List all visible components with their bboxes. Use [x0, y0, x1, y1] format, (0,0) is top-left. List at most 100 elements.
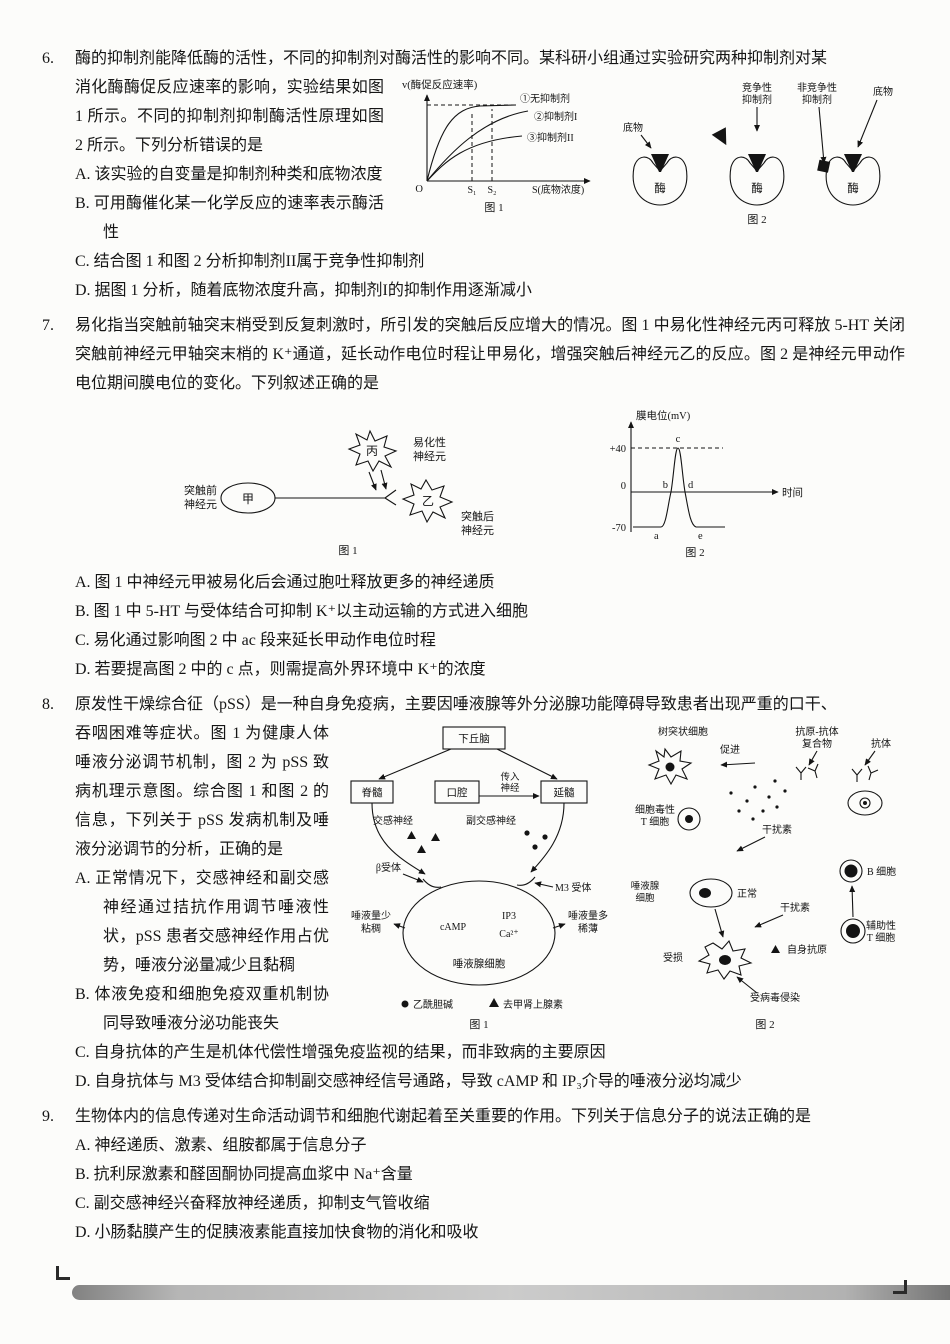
fig-q8-2-virus-label: 受病毒侵染: [750, 991, 800, 1004]
scan-shadow-bar: [72, 1285, 950, 1300]
figure-q6: v(酶促反应速率) ①无抑制剂 ②抑制剂I ③抑制剂II O S₁ S₂ S(底…: [394, 75, 905, 227]
fig-q8-2-caption: 图 2: [755, 1018, 774, 1031]
fig-q8-2-b-cell-label: B 细胞: [867, 865, 896, 878]
figure-q8: 下丘脑 脊髓 口腔 延髓 传入 神经 交感神经 副交感神经: [339, 721, 905, 1033]
fig-q6-1-legend-inhibitor-1: ②抑制剂I: [534, 110, 577, 123]
fig-q8-1-ip3-label: IP3: [502, 911, 516, 922]
question-9-stem: 生物体内的信息传递对生命活动调节和细胞代谢起着至关重要的作用。下列关于信息分子的…: [75, 1108, 812, 1125]
fig-q6-1-origin: O: [415, 184, 423, 195]
question-8-stem-line1: 原发性干燥综合征（pSS）是一种自身免疫病，主要因唾液腺等外分泌腺功能障碍导致患…: [75, 696, 837, 713]
fig-q6-2-competitive-label-1: 竞争性: [742, 81, 772, 94]
fig-q8-2-complex-label-2: 复合物: [802, 737, 832, 750]
fig-q8-1-legend-norepinephrine: 去甲肾上腺素: [503, 998, 563, 1011]
q6-option-d: D. 据图 1 分析，随着底物浓度升高，抑制剂I的抑制作用逐渐减小: [75, 282, 532, 299]
fig-q6-2-enzyme-1-label: 酶: [654, 182, 666, 195]
fig-q7-2-tick-minus70: -70: [612, 523, 626, 534]
question-6: 6. 酶的抑制剂能降低酶的活性，不同的抑制剂对酶活性的影响不同。某科研小组通过实…: [40, 44, 905, 305]
q9-option-a: A. 神经递质、激素、组胺都属于信息分子: [75, 1137, 367, 1154]
fig-q7-2-point-b: b: [662, 480, 667, 491]
fig-q6-2-enzyme-2-label: 酶: [751, 182, 763, 195]
fig-q8-2-damaged-label: 受损: [663, 951, 683, 964]
fig-q7-1-caption: 图 1: [338, 544, 357, 557]
fig-q8-1-parasympathetic-label: 副交感神经: [466, 814, 516, 827]
figure-q7: 丙 易化性 神经元 甲 突触前 神经元 乙 突触后 神经元 图 1 膜电位(mV…: [75, 404, 905, 560]
fig-q6-2-noncompetitive-label-1: 非竞争性: [797, 81, 837, 94]
fig-q8-1-saliva-regulation-flowchart: 下丘脑 脊髓 口腔 延髓 传入 神经 交感神经 副交感神经: [350, 726, 608, 1031]
fig-q8-2-interferon-label-2: 干扰素: [780, 901, 810, 914]
question-7-stem: 易化指当突触前轴突末梢受到反复刺激时，所引发的突触后反应增大的情况。图 1 中易…: [75, 317, 905, 392]
fig-q8-1-saliva-more-label-1: 唾液量多: [568, 909, 608, 922]
fig-q6-2-substrate-2-label: 底物: [873, 85, 893, 98]
fig-q8-1-hypothalamus-box: 下丘脑: [458, 732, 490, 745]
fig-q7-2-tick-zero: 0: [620, 481, 625, 492]
q6-option-a: A. 该实验的自变量是抑制剂种类和底物浓度: [75, 166, 383, 183]
fig-q6-1-tick-s2: S₂: [487, 185, 496, 196]
fig-q8-1-calcium-label: Ca²⁺: [499, 929, 518, 940]
fig-q7-2-tick-plus40: +40: [609, 444, 625, 455]
fig-q6-2-noncompetitive-label-2: 抑制剂: [802, 93, 832, 106]
question-6-wrap: v(酶促反应速率) ①无抑制剂 ②抑制剂I ③抑制剂II O S₁ S₂ S(底…: [75, 73, 905, 247]
fig-q6-2-competitive-label-2: 抑制剂: [742, 93, 772, 106]
fig-q6-1-x-axis-label: S(底物浓度): [532, 183, 584, 196]
fig-q8-2-pss-pathogenesis-diagram: 树突状细胞 促进 抗原-抗体 复合物 抗体: [631, 725, 896, 1031]
fig-q8-1-sympathetic-label: 交感神经: [373, 814, 413, 827]
fig-q7-1-neuron-yi: 乙: [421, 494, 433, 508]
fig-q7-1-postsynaptic-label-2: 神经元: [461, 523, 494, 537]
q6-option-c: C. 结合图 1 和图 2 分析抑制剂II属于竞争性抑制剂: [75, 253, 425, 270]
q9-option-b: B. 抗利尿激素和醛固酮协同提高血浆中 Na⁺含量: [75, 1166, 413, 1183]
q7-option-d: D. 若要提高图 2 中的 c 点，则需提高外界环境中 K⁺的浓度: [75, 661, 486, 678]
fig-q8-1-afferent-label-2: 神经: [500, 782, 520, 794]
fig-q8-1-m3-receptor-label: M3 受体: [555, 882, 591, 894]
question-6-number: 6.: [42, 50, 54, 67]
fig-q6-1-legend-inhibitor-2: ③抑制剂II: [527, 131, 574, 144]
q7-option-c: C. 易化通过影响图 2 中 ac 段来延长甲动作电位时程: [75, 632, 436, 649]
fig-q6-2-enzyme-3-label: 酶: [847, 182, 859, 195]
fig-q8-1-spinal-box: 脊髓: [362, 786, 383, 799]
fig-q8-2-normal-label: 正常: [737, 887, 757, 900]
q8-option-c: C. 自身抗体的产生是机体代偿性增强免疫监视的结果，而非致病的主要原因: [75, 1044, 606, 1061]
fig-q8-1-mouth-box: 口腔: [447, 786, 468, 799]
question-8-wrap: 下丘脑 脊髓 口腔 延髓 传入 神经 交感神经 副交感神经: [75, 719, 905, 1038]
question-7: 7. 易化指当突触前轴突末梢受到反复刺激时，所引发的突触后反应增大的情况。图 1…: [40, 311, 905, 684]
fig-q8-1-camp-label: cAMP: [440, 922, 467, 933]
q9-option-d: D. 小肠黏膜产生的促胰液素能直接加快食物的消化和吸收: [75, 1224, 479, 1241]
q8-option-d: D. 自身抗体与 M3 受体结合抑制副交感神经信号通路，导致 cAMP 和 IP…: [75, 1073, 742, 1090]
fig-q7-1-neuron-jia: 甲: [241, 492, 253, 506]
q7-option-a: A. 图 1 中神经元甲被易化后会通过胞吐释放更多的神经递质: [75, 574, 495, 591]
question-9: 9. 生物体内的信息传递对生命活动调节和细胞代谢起着至关重要的作用。下列关于信息…: [40, 1102, 905, 1247]
question-6-stem-rest: 消化酶酶促反应速率的影响，实验结果如图 1 所示。不同的抑制剂抑制酶活性原理如图…: [75, 79, 384, 154]
q7-option-b: B. 图 1 中 5-HT 与受体结合可抑制 K⁺以主动运输的方式进入细胞: [75, 603, 529, 620]
fig-q8-2-gland-cell-label-2: 细胞: [635, 892, 655, 904]
fig-q8-2-promote-label: 促进: [720, 743, 740, 756]
question-6-stem-line1: 酶的抑制剂能降低酶的活性，不同的抑制剂对酶活性的影响不同。某科研小组通过实验研究…: [75, 50, 828, 67]
fig-q6-1-tick-s1: S₁: [467, 185, 476, 196]
question-8: 8. 原发性干燥综合征（pSS）是一种自身免疫病，主要因唾液腺等外分泌腺功能障碍…: [40, 690, 905, 1096]
fig-q6-1-enzyme-rate-graph: v(酶促反应速率) ①无抑制剂 ②抑制剂I ③抑制剂II O S₁ S₂ S(底…: [402, 78, 591, 214]
fig-q7-2-point-c: c: [675, 434, 680, 445]
fig-q8-2-autoantigen-label: 自身抗原: [787, 943, 827, 956]
fig-q8-2-antibody-label: 抗体: [871, 737, 891, 750]
fig-q6-1-caption: 图 1: [484, 201, 503, 214]
fig-q6-1-y-axis-label: v(酶促反应速率): [402, 78, 478, 91]
fig-q7-2-point-e: e: [698, 531, 703, 542]
fig-q8-1-saliva-less-label-2: 粘稠: [361, 922, 381, 935]
fig-q8-1-saliva-less-label-1: 唾液量少: [351, 909, 391, 922]
print-crop-mark-right: [893, 1280, 907, 1294]
fig-q7-2-x-axis-label: 时间: [782, 486, 803, 499]
fig-q7-1-postsynaptic-label-1: 突触后: [461, 509, 494, 523]
fig-q8-2-dendritic-cell-label: 树突状细胞: [658, 725, 708, 738]
fig-q8-1-medulla-box: 延髓: [554, 786, 575, 799]
fig-q6-2-inhibitor-types: 酶 底物 酶 竞争性 抑制剂: [623, 81, 893, 226]
fig-q8-2-cytotoxic-t-label-1: 细胞毒性: [635, 803, 675, 816]
question-7-number: 7.: [42, 317, 54, 334]
fig-q8-1-legend-acetylcholine: 乙酰胆碱: [413, 998, 453, 1011]
question-9-number: 9.: [42, 1108, 54, 1125]
fig-q8-2-helper-t-label-1: 辅助性: [866, 919, 896, 932]
fig-q7-1-neuron-circuit: 丙 易化性 神经元 甲 突触前 神经元 乙 突触后 神经元 图 1: [184, 429, 494, 557]
fig-q8-2-helper-t-label-2: T 细胞: [867, 931, 895, 944]
print-crop-mark-left: [56, 1266, 70, 1280]
fig-q8-2-interferon-label-1: 干扰素: [762, 823, 792, 836]
fig-q7-1-neuron-bing: 丙: [365, 444, 377, 458]
fig-q8-2-gland-cell-label-1: 唾液腺: [631, 880, 660, 892]
